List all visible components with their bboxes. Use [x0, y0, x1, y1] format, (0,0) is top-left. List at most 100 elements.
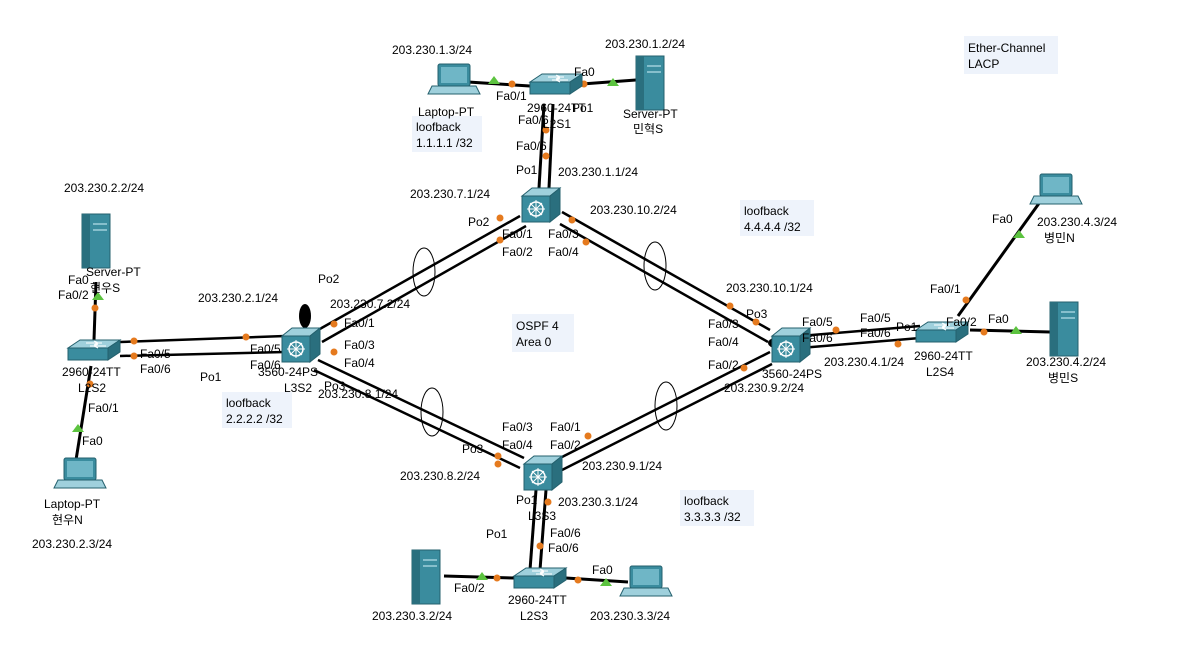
l3s2-name: L3S2 [284, 381, 312, 395]
l3s3-to-l3s4-ip: 203.230.9.1/24 [582, 459, 662, 473]
l3s2-vlan-ip: 203.230.2.1/24 [198, 291, 278, 305]
port-dot [980, 328, 988, 336]
top-laptop-icon[interactable] [427, 63, 481, 95]
port-dot [568, 216, 576, 224]
port-label-po3: Po3 [746, 307, 768, 321]
port-label-fa0: Fa0 [992, 212, 1013, 226]
ospf-note-bg [512, 314, 574, 352]
bottom-laptop-ip: 203.230.3.3/24 [590, 609, 670, 623]
port-triangle [72, 424, 84, 432]
loopback3-title: loofback [684, 494, 730, 508]
port-dot [508, 80, 516, 88]
port-label-fa06: Fa0/6 [802, 331, 833, 345]
port-triangle [488, 76, 500, 84]
left-server-name: 현우S [90, 281, 120, 295]
bottom-server-icon[interactable] [411, 549, 441, 605]
l3s4-to-l3s1-ip: 203.230.10.1/24 [726, 281, 813, 295]
top-server-icon[interactable] [635, 55, 665, 111]
right-laptop-name: 병민N [1044, 231, 1075, 245]
port-label-po1: Po1 [200, 370, 222, 384]
left-server-model: Server-PT [86, 265, 141, 279]
link-l2s4-laptop [956, 201, 1042, 317]
l2s2-switch-icon[interactable] [67, 339, 121, 361]
port-label-po3: Po3 [324, 379, 346, 393]
port-label-fa02: Fa0/2 [454, 581, 485, 595]
l2s2-name: L2S2 [78, 381, 106, 395]
l3s4-model: 3560-24PS [762, 367, 822, 381]
link-l3s2-l3s3-b [313, 368, 521, 470]
port-label-po1: Po1 [516, 493, 538, 507]
port-label-fa0: Fa0 [82, 434, 103, 448]
port-label-fa06: Fa0/6 [250, 358, 281, 372]
port-label-fa01: Fa0/1 [930, 282, 961, 296]
port-label-fa01: Fa0/1 [550, 420, 581, 434]
port-dot [582, 238, 590, 246]
l2s4-name: L2S4 [926, 365, 954, 379]
top-server-name: 민혁S [633, 122, 663, 136]
port-dot [330, 348, 338, 356]
port-label-po1: Po1 [486, 527, 508, 541]
top-server-model: Server-PT [623, 107, 678, 121]
port-label-fa05: Fa0/5 [860, 311, 891, 325]
port-label-fa03: Fa0/3 [548, 227, 579, 241]
left-server-ip: 203.230.2.2/24 [64, 181, 144, 195]
l2s2-model: 2960-24TT [62, 365, 121, 379]
left-laptop-name: 현우N [52, 513, 83, 527]
l3s1-switch-icon[interactable] [521, 187, 561, 223]
l2s3-switch-icon[interactable] [513, 567, 567, 589]
port-dot [894, 340, 902, 348]
port-dot [242, 333, 250, 341]
port-label-fa06: Fa0/6 [548, 541, 579, 555]
loopback4-note-bg [740, 200, 814, 236]
port-label-fa06: Fa0/6 [860, 326, 891, 340]
l3s3-name: L3S3 [528, 509, 556, 523]
link-l3s3-l3s4-b [561, 362, 773, 472]
port-label-fa01: Fa0/1 [502, 227, 533, 241]
port-label-fa04: Fa0/4 [502, 438, 533, 452]
port-label-fa01: Fa0/1 [344, 316, 375, 330]
left-server-icon[interactable] [81, 213, 111, 269]
l3s3-switch-icon[interactable] [523, 455, 563, 491]
link-l3s3-l3s4-a [559, 350, 771, 460]
port-label-po3: Po3 [462, 442, 484, 456]
link-l3s1-l3s2-b [321, 224, 527, 344]
port-dot [584, 432, 592, 440]
port-label-po1: Po1 [572, 101, 594, 115]
port-dot [130, 352, 138, 360]
top-laptop-ip: 203.230.1.3/24 [392, 43, 472, 57]
l3s4-to-l3s3-ip: 203.230.9.2/24 [724, 381, 804, 395]
port-label-fa06: Fa0/6 [140, 362, 171, 376]
l2s3-name: L2S3 [520, 609, 548, 623]
port-label-fa03: Fa0/3 [502, 420, 533, 434]
left-laptop-model: Laptop-PT [44, 497, 101, 511]
left-laptop-ip: 203.230.2.3/24 [32, 537, 112, 551]
l2s3-model: 2960-24TT [508, 593, 567, 607]
port-triangle [1013, 230, 1025, 238]
right-server-ip: 203.230.4.2/24 [1026, 355, 1106, 369]
left-laptop-icon[interactable] [53, 457, 107, 489]
l3s2-to-l3s1-ip: 203.230.7.2/24 [330, 297, 410, 311]
right-server-name: 병민S [1048, 371, 1078, 385]
link-l3s2-l2s2-b [119, 350, 286, 358]
port-label-fa04: Fa0/4 [708, 335, 739, 349]
link-l3s1-l3s4-b [559, 222, 769, 344]
right-server-icon[interactable] [1049, 301, 1079, 357]
ring-s2-s3 [420, 387, 444, 437]
loopback2-ip: 2.2.2.2 /32 [226, 412, 283, 426]
port-triangle [1010, 326, 1022, 334]
port-label-fa01: Fa0/1 [88, 401, 119, 415]
port-dot [536, 542, 544, 550]
etherchannel-note-mode: LACP [968, 57, 999, 71]
port-label-po1: Po1 [896, 320, 918, 334]
link-l3s1-l2s1-a [537, 103, 546, 189]
port-label-fa05: Fa0/5 [802, 315, 833, 329]
port-label-fa04: Fa0/4 [548, 245, 579, 259]
l2s4-model: 2960-24TT [914, 349, 973, 363]
port-label-po1: Po1 [516, 163, 538, 177]
port-dot [496, 214, 504, 222]
port-dot [86, 380, 94, 388]
l3s3-vlan-ip: 203.230.3.1/24 [558, 495, 638, 509]
right-laptop-icon[interactable] [1029, 173, 1083, 205]
port-label-fa02: Fa0/2 [550, 438, 581, 452]
l3s2-switch-icon[interactable] [281, 327, 321, 363]
